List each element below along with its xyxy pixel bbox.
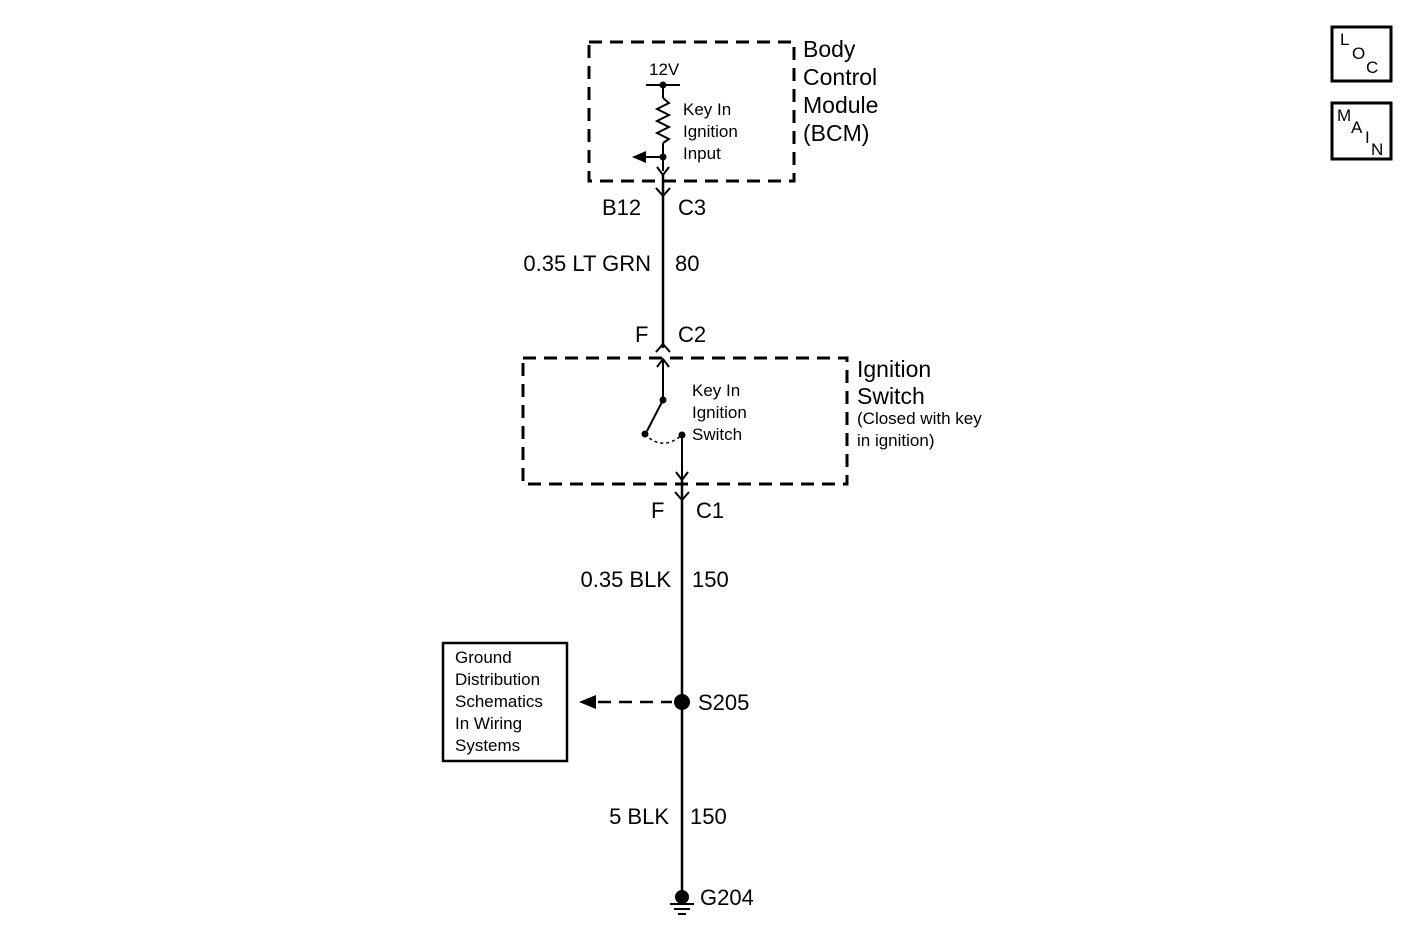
connector-male-icon	[655, 342, 671, 353]
wire-80-circuit: 80	[675, 251, 699, 276]
bcm-module: Body Control Module (BCM) 12V Key In Ign…	[587, 36, 878, 183]
bcm-connector: B12 C3	[602, 187, 706, 220]
ignition-switch-top-connector: F C2	[635, 322, 706, 353]
main-button-char-3: I	[1365, 128, 1370, 147]
bcm-input-label-line-3: Input	[683, 144, 721, 163]
splice-s205: S205	[579, 690, 749, 715]
sw-top-connector-id: C2	[678, 322, 706, 347]
ignition-switch-note-line-2: in ignition)	[857, 431, 935, 450]
wire-150-upper-circuit: 150	[692, 567, 729, 592]
loc-button-char-1: L	[1340, 30, 1349, 49]
ignition-switch-module: Ignition Switch (Closed with key in igni…	[521, 356, 982, 486]
main-button[interactable]: M A I N	[1330, 101, 1393, 161]
sw-bottom-connector-id: C1	[696, 498, 724, 523]
switch-travel-arc	[644, 433, 683, 444]
ignition-switch-dashed-boundary	[521, 356, 849, 486]
reference-box-line-1: Ground	[455, 648, 512, 667]
wire-150-upper-spec: 0.35 BLK	[580, 567, 671, 592]
bcm-name-line-2: Control	[803, 64, 877, 90]
wire-150-lower-spec: 5 BLK	[609, 804, 669, 829]
ignition-switch-name-line-2: Switch	[857, 383, 925, 409]
sw-top-connector-pin: F	[635, 322, 648, 347]
switch-blade	[646, 399, 664, 432]
loc-button-char-2: O	[1352, 44, 1365, 63]
ignition-switch-note-line-1: (Closed with key	[857, 409, 982, 428]
reference-box-frame	[441, 641, 569, 763]
ground-id: G204	[700, 885, 754, 910]
wire-150-lower-circuit: 150	[690, 804, 727, 829]
ignition-switch-bottom-connector: F C1	[651, 491, 724, 523]
loc-button-char-3: C	[1366, 58, 1378, 77]
main-button-frame	[1330, 101, 1393, 161]
bcm-connector-id: C3	[678, 195, 706, 220]
switch-pin-arrow-top-icon	[656, 357, 670, 368]
main-button-char-1: M	[1337, 106, 1351, 125]
bcm-dashed-boundary	[587, 40, 796, 183]
reference-box-line-2: Distribution	[455, 670, 540, 689]
bcm-name-line-1: Body	[803, 36, 856, 62]
bcm-name-line-3: Module	[803, 92, 878, 118]
splice-id: S205	[698, 690, 749, 715]
switch-label-line-3: Switch	[692, 425, 742, 444]
bcm-input-label-line-2: Ignition	[683, 122, 738, 141]
loc-button[interactable]: L O C	[1330, 25, 1393, 83]
switch-label-line-1: Key In	[692, 381, 740, 400]
bcm-connector-pin: B12	[602, 195, 641, 220]
resistor-symbol	[654, 97, 672, 144]
switch-label-line-2: Ignition	[692, 403, 747, 422]
reference-box-line-5: Systems	[455, 736, 520, 755]
ground-eyelet	[675, 890, 689, 904]
bcm-input-label-line-1: Key In	[683, 100, 731, 119]
ground-g204: G204	[670, 885, 754, 915]
loc-button-frame	[1330, 25, 1393, 83]
input-arrow-icon	[632, 151, 646, 163]
supply-voltage-label: 12V	[649, 60, 680, 79]
bcm-name-line-4: (BCM)	[803, 120, 869, 146]
sw-bottom-connector-pin: F	[651, 498, 664, 523]
reference-box-line-4: In Wiring	[455, 714, 522, 733]
reference-arrow-icon	[579, 695, 596, 709]
splice-dot	[674, 694, 690, 710]
main-button-char-2: A	[1351, 118, 1363, 137]
ground-distribution-reference-box[interactable]: Ground Distribution Schematics In Wiring…	[441, 641, 569, 763]
main-button-char-4: N	[1371, 140, 1383, 159]
wire-80-spec: 0.35 LT GRN	[523, 251, 651, 276]
ignition-switch-name-line-1: Ignition	[857, 356, 931, 382]
reference-box-line-3: Schematics	[455, 692, 543, 711]
